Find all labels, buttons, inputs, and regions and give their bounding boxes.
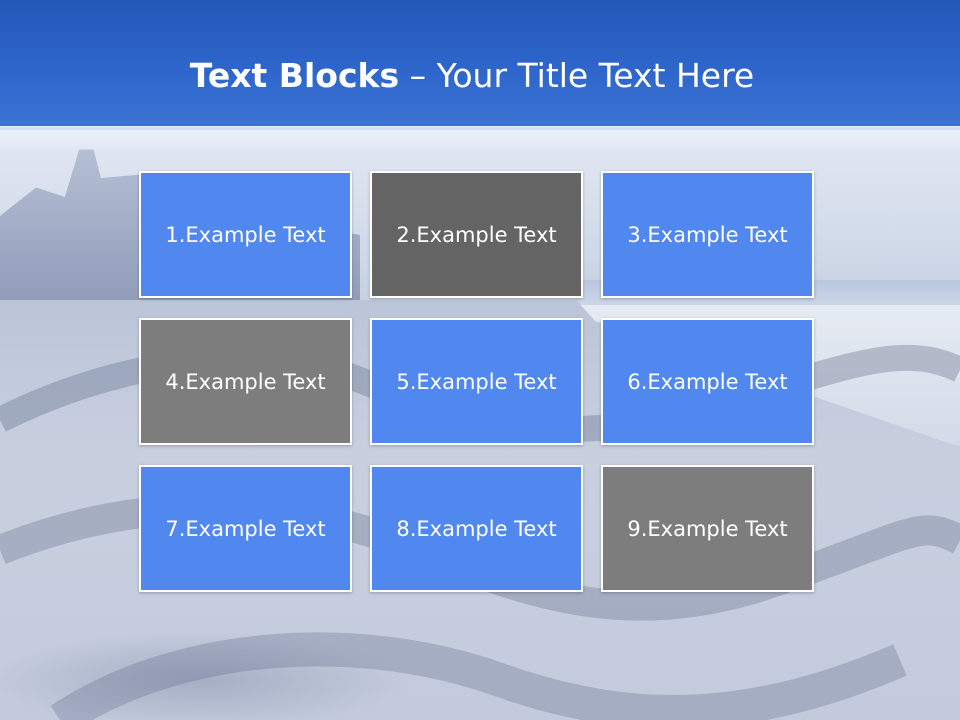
text-block-1[interactable]: 1.Example Text xyxy=(139,171,352,298)
text-block-8[interactable]: 8.Example Text xyxy=(370,465,583,592)
text-block-label: 1.Example Text xyxy=(165,222,326,247)
header-fade xyxy=(0,126,960,152)
title-bold: Text Blocks xyxy=(189,56,400,95)
text-block-label: 5.Example Text xyxy=(396,369,557,394)
text-block-5[interactable]: 5.Example Text xyxy=(370,318,583,445)
text-block-7[interactable]: 7.Example Text xyxy=(139,465,352,592)
text-block-9[interactable]: 9.Example Text xyxy=(601,465,814,592)
text-block-label: 9.Example Text xyxy=(627,516,788,541)
text-block-label: 2.Example Text xyxy=(396,222,557,247)
text-block-label: 8.Example Text xyxy=(396,516,557,541)
text-block-4[interactable]: 4.Example Text xyxy=(139,318,352,445)
text-block-label: 3.Example Text xyxy=(627,222,788,247)
text-block-label: 4.Example Text xyxy=(165,369,326,394)
text-block-6[interactable]: 6.Example Text xyxy=(601,318,814,445)
title-rest: Your Title Text Here xyxy=(436,56,755,95)
text-block-2[interactable]: 2.Example Text xyxy=(370,171,583,298)
header-band xyxy=(0,0,960,130)
slide-title: Text Blocks – Your Title Text Here xyxy=(0,54,944,98)
text-block-label: 7.Example Text xyxy=(165,516,326,541)
text-block-3[interactable]: 3.Example Text xyxy=(601,171,814,298)
title-separator: – xyxy=(399,56,437,95)
text-block-label: 6.Example Text xyxy=(627,369,788,394)
